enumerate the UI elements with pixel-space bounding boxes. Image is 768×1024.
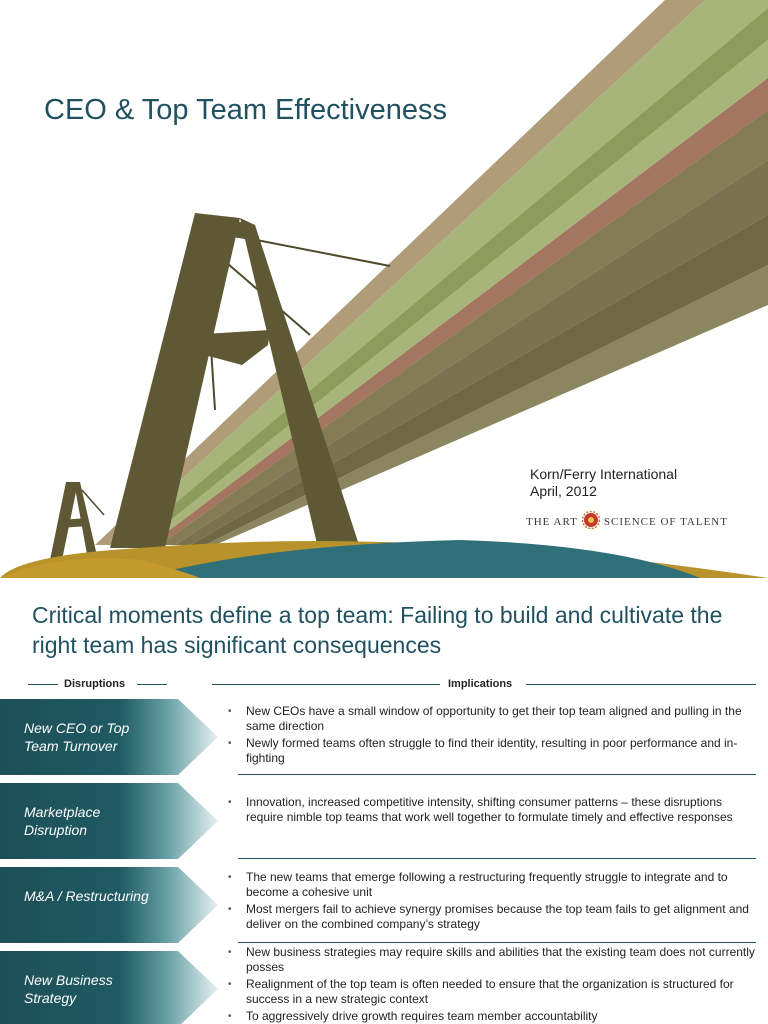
disruptions-header: Disruptions (64, 678, 126, 690)
disruption-label: Marketplace Disruption (24, 804, 101, 838)
header-rule (212, 684, 440, 685)
company-block: Korn/Ferry International April, 2012 (530, 466, 677, 500)
implication-bullet: To aggressively drive growth requires te… (228, 1009, 758, 1024)
company-name: Korn/Ferry International (530, 466, 678, 482)
disruption-chevron: New CEO or Top Team Turnover (0, 699, 218, 775)
gear-icon (581, 510, 601, 532)
implication-bullet: Newly formed teams often struggle to fin… (228, 736, 758, 766)
disruption-label: M&A / Restructuring (24, 888, 149, 904)
implication-bullet: New business strategies may require skil… (228, 945, 758, 975)
header-rule (137, 684, 167, 685)
disruption-chevron: M&A / Restructuring (0, 867, 218, 943)
row-separator (238, 858, 756, 859)
disruption-chevron: New Business Strategy (0, 951, 218, 1024)
tagline-right: SCIENCE OF TALENT (603, 515, 728, 528)
disruption-label: New Business Strategy (24, 972, 113, 1006)
slide-title: Critical moments define a top team: Fail… (32, 602, 723, 658)
disruption-label: New CEO or Top Team Turnover (24, 720, 130, 754)
tagline-logo: THE ART SCIENCE OF TALENT (526, 510, 728, 532)
implication-bullet: Realignment of the top team is often nee… (228, 977, 758, 1007)
cover-date: April, 2012 (530, 483, 597, 499)
disruption-chevron: Marketplace Disruption (0, 783, 218, 859)
implication-bullet: Most mergers fail to achieve synergy pro… (228, 902, 758, 932)
implications-list: New CEOs have a small window of opportun… (228, 704, 758, 768)
cover-title: CEO & Top Team Effectiveness (44, 94, 447, 126)
header-rule (526, 684, 756, 685)
implications-header: Implications (448, 678, 513, 690)
implication-bullet: Innovation, increased competitive intens… (228, 795, 758, 825)
implications-list: The new teams that emerge following a re… (228, 870, 758, 934)
row-separator (238, 942, 756, 943)
cover-slide: CEO & Top Team Effectiveness Korn/Ferry … (0, 0, 768, 578)
implications-list: New business strategies may require skil… (228, 945, 758, 1024)
implications-list: Innovation, increased competitive intens… (228, 795, 758, 827)
header-rule (28, 684, 58, 685)
implication-bullet: New CEOs have a small window of opportun… (228, 704, 758, 734)
slide-divider (0, 578, 768, 588)
tagline-left: THE ART (526, 515, 578, 528)
implication-bullet: The new teams that emerge following a re… (228, 870, 758, 900)
critical-moments-slide: Critical moments define a top team: Fail… (0, 588, 768, 1024)
row-separator (238, 774, 756, 775)
bridge-illustration (0, 0, 768, 578)
